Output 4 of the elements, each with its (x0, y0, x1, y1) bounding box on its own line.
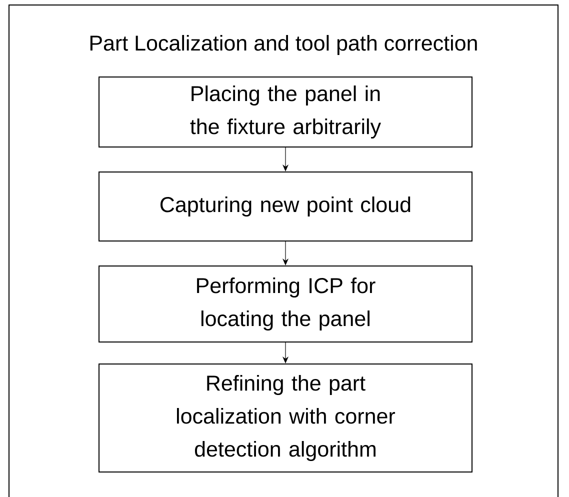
process-box: Capturing new point cloud (98, 172, 472, 242)
process-box: Refining the part localization with corner detection algorithm (98, 364, 472, 472)
process-box: Placing the panel in the fixture arbitrarily (98, 76, 472, 148)
process-box: Performing ICP for locating the panel (98, 266, 472, 342)
